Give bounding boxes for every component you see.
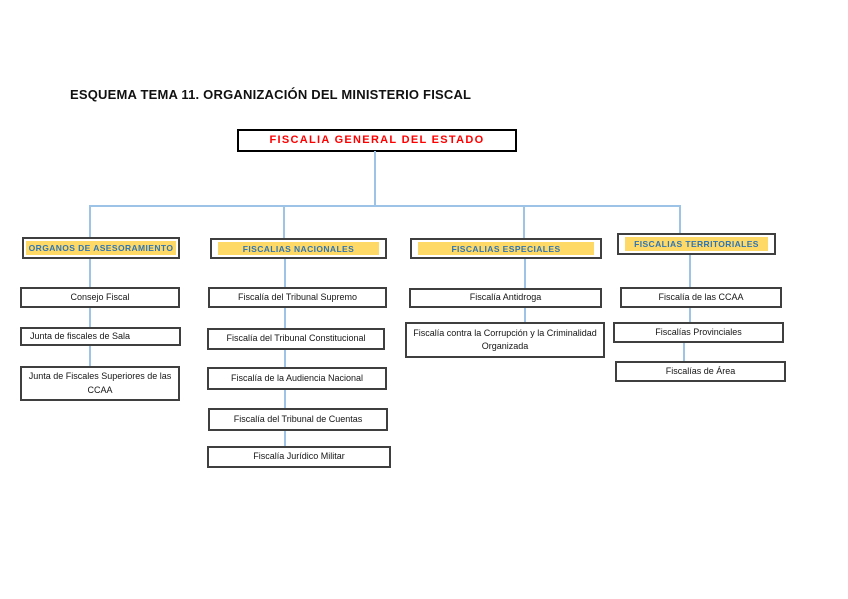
connector-col2-4 (284, 390, 286, 408)
connector-col2-1 (284, 259, 286, 287)
connector-drop-col1 (89, 205, 91, 237)
column-header-label: ORGANOS DE ASESORAMIENTO (26, 241, 176, 255)
column-header-organos-asesoramiento: ORGANOS DE ASESORAMIENTO (22, 237, 180, 259)
org-node-tribunal-supremo: Fiscalía del Tribunal Supremo (208, 287, 387, 308)
org-node-junta-fiscales-superiores-ccaa: Junta de Fiscales Superiores de las CCAA (20, 366, 180, 401)
org-node-antidroga: Fiscalía Antidroga (409, 288, 602, 308)
org-node-junta-fiscales-sala: Junta de fiscales de Sala (20, 327, 181, 346)
column-header-fiscalias-especiales: FISCALIAS ESPECIALES (410, 238, 602, 259)
org-node-tribunal-constitucional: Fiscalía del Tribunal Constitucional (207, 328, 385, 350)
column-header-label: FISCALIAS ESPECIALES (418, 242, 594, 255)
org-node-anticorrupcion: Fiscalía contra la Corrupción y la Crimi… (405, 322, 605, 358)
org-node-audiencia-nacional: Fiscalía de la Audiencia Nacional (207, 367, 387, 390)
org-node-juridico-militar: Fiscalía Jurídico Militar (207, 446, 391, 468)
connector-col4-1 (689, 255, 691, 287)
connector-col3-1 (524, 259, 526, 288)
connector-root-drop (374, 151, 376, 205)
connector-col1-3 (89, 346, 91, 366)
connector-drop-col3 (523, 205, 525, 238)
column-header-fiscalias-territoriales: FISCALIAS TERRITORIALES (617, 233, 776, 255)
page-title: ESQUEMA TEMA 11. ORGANIZACIÓN DEL MINIST… (70, 87, 472, 102)
org-node-consejo-fiscal: Consejo Fiscal (20, 287, 180, 308)
org-node-fiscalia-general: FISCALIA GENERAL DEL ESTADO (237, 129, 517, 152)
connector-col2-5 (284, 431, 286, 446)
connector-col2-3 (284, 350, 286, 367)
column-header-label: FISCALIAS NACIONALES (218, 242, 379, 255)
connector-main-horizontal (89, 205, 681, 207)
connector-col4-3 (683, 343, 685, 361)
connector-col2-2 (284, 308, 286, 328)
connector-col4-2 (689, 308, 691, 322)
connector-drop-col2 (283, 205, 285, 238)
connector-col1-2 (89, 308, 91, 327)
org-node-fiscalias-area: Fiscalías de Área (615, 361, 786, 382)
connector-col3-2 (524, 308, 526, 322)
connector-col1-1 (89, 259, 91, 287)
column-header-fiscalias-nacionales: FISCALIAS NACIONALES (210, 238, 387, 259)
org-node-fiscalias-provinciales: Fiscalías Provinciales (613, 322, 784, 343)
org-node-fiscalia-ccaa: Fiscalía de las CCAA (620, 287, 782, 308)
connector-drop-col4 (679, 205, 681, 233)
column-header-label: FISCALIAS TERRITORIALES (625, 237, 768, 251)
org-node-tribunal-cuentas: Fiscalía del Tribunal de Cuentas (208, 408, 388, 431)
